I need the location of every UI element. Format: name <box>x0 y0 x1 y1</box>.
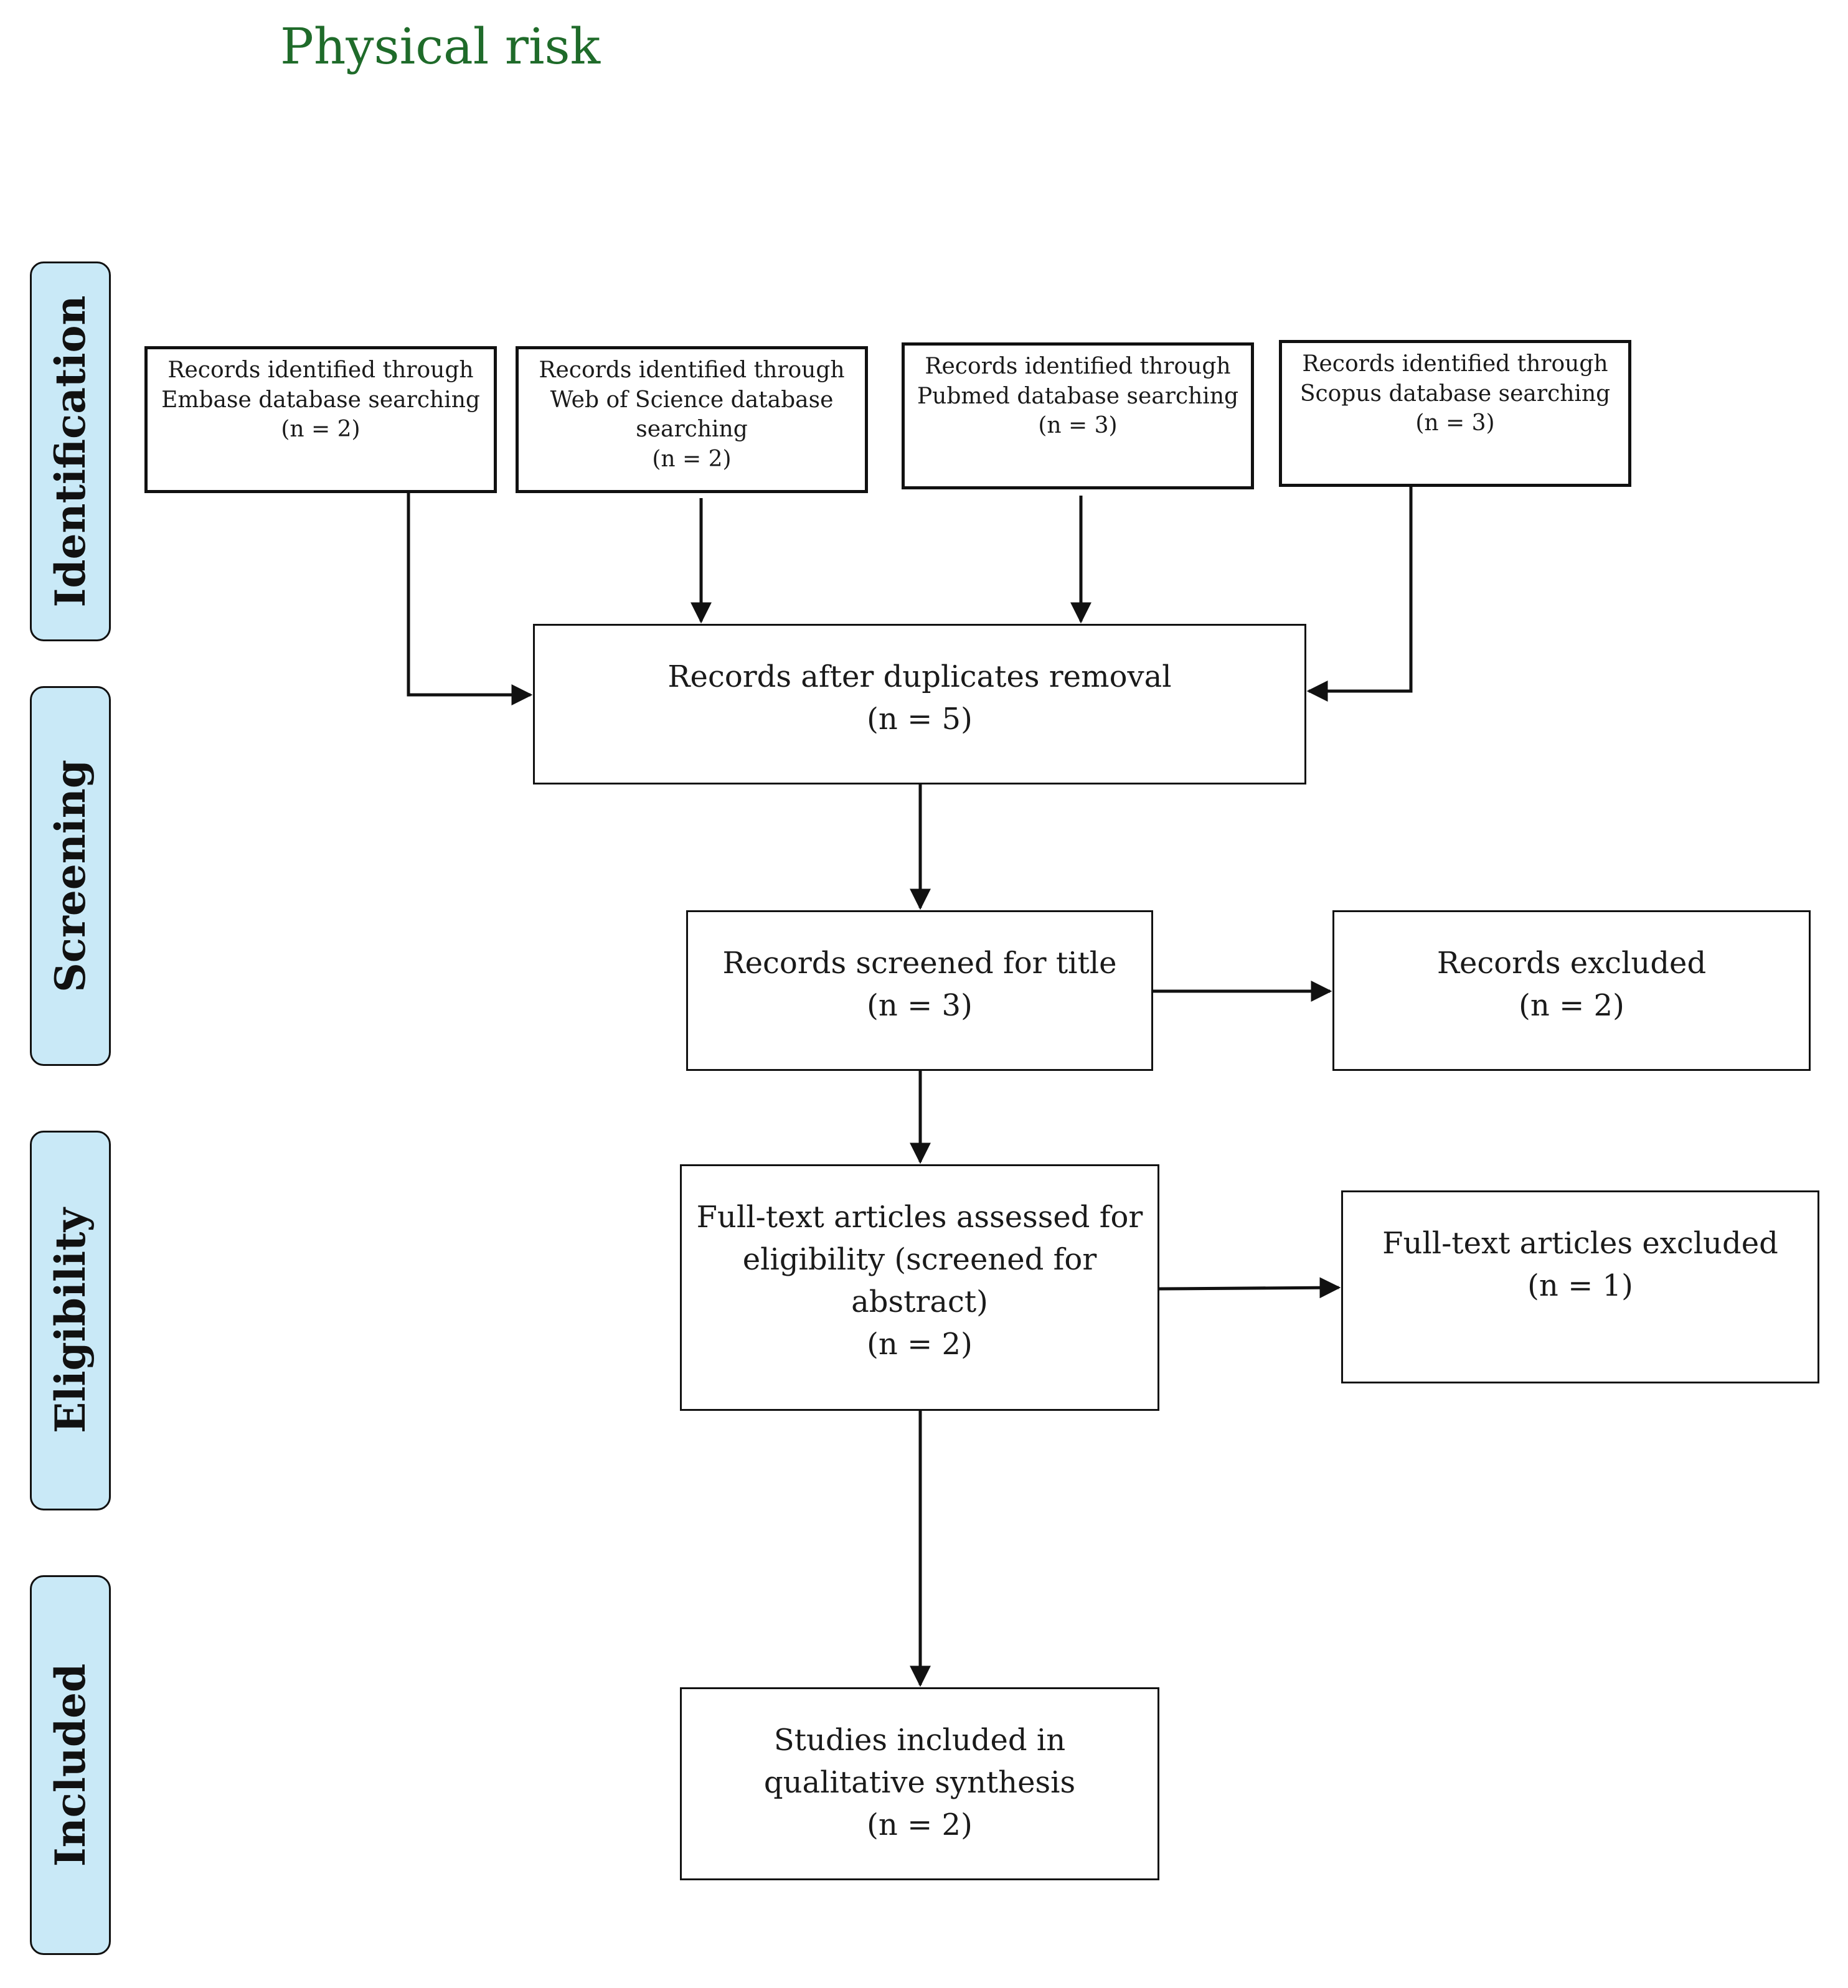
box-line: (n = 2) <box>1519 988 1624 1024</box>
box-line: (n = 2) <box>867 1807 973 1843</box>
box-line: searching <box>636 417 748 443</box>
box-line: Pubmed database searching <box>917 383 1239 409</box>
scopus-records-box: Records identified through Scopus databa… <box>1279 340 1631 487</box>
box-line: (n = 2) <box>867 1327 973 1362</box>
box-line: Web of Science database <box>550 387 834 413</box>
box-line: Full-text articles excluded <box>1382 1226 1778 1261</box>
box-line: (n = 3) <box>1038 413 1118 439</box>
fulltext-assessed-box: Full-text articles assessed for eligibil… <box>680 1164 1159 1411</box>
box-line: Scopus database searching <box>1299 380 1611 407</box>
stage-identification: Identification <box>30 261 111 641</box>
studies-included-box: Studies included in qualitative synthesi… <box>680 1687 1159 1880</box>
box-line: abstract) <box>851 1284 988 1320</box>
box-line: Records after duplicates removal <box>667 659 1172 694</box>
pubmed-records-box: Records identified through Pubmed databa… <box>902 342 1254 489</box>
box-line: qualitative synthesis <box>763 1765 1076 1801</box>
duplicates-removed-box: Records after duplicates removal (n = 5) <box>533 624 1306 784</box>
box-line: (n = 3) <box>867 988 973 1024</box>
box-line: Records identified through <box>539 357 845 383</box>
box-line: Records identified through <box>1302 351 1608 377</box>
box-line: Records excluded <box>1436 946 1707 981</box>
box-line: (n = 1) <box>1527 1268 1633 1304</box>
box-line: (n = 2) <box>652 446 732 472</box>
box-line: Embase database searching <box>161 387 480 413</box>
screened-records-box: Records screened for title (n = 3) <box>686 910 1153 1071</box>
box-line: (n = 2) <box>281 417 361 443</box>
diagram-title: Physical risk <box>280 17 601 75</box>
box-line: eligibility (screened for <box>742 1242 1097 1278</box>
box-line: Records identified through <box>167 357 474 383</box>
fulltext-excluded-box: Full-text articles excluded (n = 1) <box>1341 1190 1819 1383</box>
box-line: Records screened for title <box>722 946 1117 981</box>
box-line: (n = 5) <box>867 702 973 737</box>
box-line: Studies included in <box>773 1723 1066 1758</box>
wos-records-box: Records identified through Web of Scienc… <box>516 346 868 493</box>
stage-screening: Screening <box>30 686 111 1066</box>
box-line: Records identified through <box>925 354 1231 379</box>
arrow-scopus-to-duplicates <box>1306 487 1413 702</box>
box-line: (n = 3) <box>1415 410 1495 436</box>
arrow-fulltext-to-excluded <box>1159 1277 1341 1299</box>
arrow-embase-to-duplicates <box>407 493 533 705</box>
embase-records-box: Records identified through Embase databa… <box>144 346 497 493</box>
excluded-records-box: Records excluded (n = 2) <box>1332 910 1811 1071</box>
stage-included: Included <box>30 1575 111 1955</box>
box-line: Full-text articles assessed for <box>696 1200 1143 1235</box>
stage-eligibility: Eligibility <box>30 1131 111 1510</box>
